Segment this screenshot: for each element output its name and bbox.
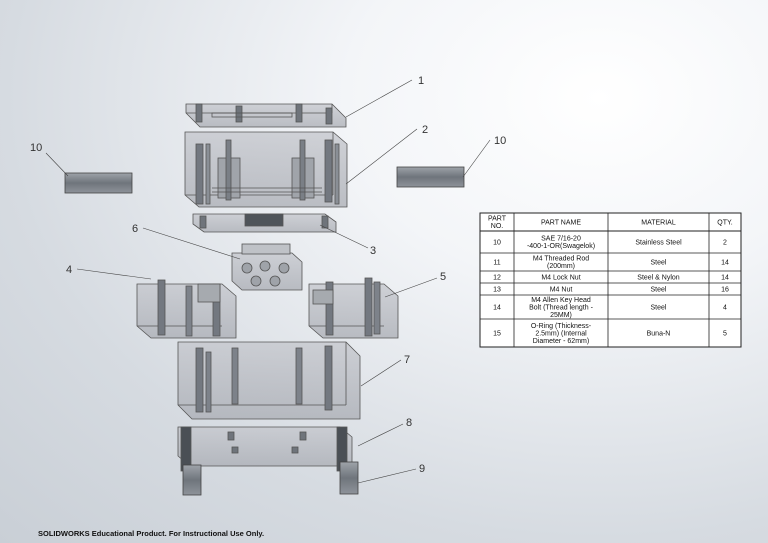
bom-part-name: (200mm) xyxy=(547,263,575,270)
part-7-lower-housing xyxy=(177,341,361,420)
bom-part-name: M4 Lock Nut xyxy=(541,274,580,281)
bom-part-name: 2.5mm) (Internal xyxy=(535,330,587,337)
callout-4: 4 xyxy=(66,264,72,276)
callout-2: 2 xyxy=(422,124,428,136)
part-4-left-housing xyxy=(136,279,237,339)
part-1-top-plate xyxy=(185,103,347,128)
bom-part-name: Diameter - 62mm) xyxy=(533,338,589,345)
bom-material: Steel & Nylon xyxy=(637,274,680,281)
callout-9: 9 xyxy=(419,463,425,475)
bom-part-no: 12 xyxy=(493,274,501,281)
bom-qty: 14 xyxy=(721,274,729,281)
bom-part-name: O-Ring (Thickness- xyxy=(531,323,592,330)
bom-part-no: 11 xyxy=(493,259,500,266)
bom-background xyxy=(479,212,742,348)
footer-notice: SOLIDWORKS Educational Product. For Inst… xyxy=(38,529,265,538)
callout-labels: 1 2 10 10 6 3 4 5 7 8 9 xyxy=(30,75,506,475)
bom-header-cell: PART NAME xyxy=(541,219,581,226)
bom-material: Steel xyxy=(651,286,667,293)
leader-lines xyxy=(45,79,491,484)
part-8-base-plate xyxy=(177,426,353,472)
callout-3: 3 xyxy=(370,245,376,257)
callout-1: 1 xyxy=(418,75,424,87)
part-3-gasket-plate xyxy=(192,213,337,233)
callout-7: 7 xyxy=(404,354,410,366)
callout-8: 8 xyxy=(406,417,412,429)
callout-10-left: 10 xyxy=(30,142,42,154)
part-5-right-housing xyxy=(308,277,399,339)
bom-part-no: 15 xyxy=(493,330,501,337)
bom-part-name: M4 Allen Key Head xyxy=(531,297,591,304)
part-2-upper-housing xyxy=(184,131,348,208)
bom-qty: 16 xyxy=(721,286,729,293)
callout-5: 5 xyxy=(440,271,446,283)
bom-qty: 2 xyxy=(723,239,727,246)
bom-part-name: -400-1-OR(Swagelok) xyxy=(527,243,595,250)
bom-header-cell: PART xyxy=(488,216,507,223)
bom-part-name: M4 Nut xyxy=(550,286,573,293)
bom-part-no: 13 xyxy=(493,286,501,293)
bom-material: Stainless Steel xyxy=(635,239,682,246)
part-10-right-fitting xyxy=(396,166,465,188)
bom-part-name: M4 Threaded Rod xyxy=(533,256,589,263)
bom-qty: 14 xyxy=(721,259,729,266)
callout-6: 6 xyxy=(132,223,138,235)
bom-header-cell: MATERIAL xyxy=(641,219,676,226)
bom-material: Steel xyxy=(651,304,667,311)
bom-qty: 5 xyxy=(723,330,727,337)
bom-part-no: 14 xyxy=(493,304,501,311)
part-10-left-fitting xyxy=(64,172,133,194)
bom-part-name: Bolt (Thread length - xyxy=(529,304,593,311)
part-9-feet xyxy=(182,461,359,496)
callout-10-right: 10 xyxy=(494,135,506,147)
bom-part-name: 25MM) xyxy=(550,312,572,319)
bom-qty: 4 xyxy=(723,304,727,311)
bom-header-cell: QTY. xyxy=(717,219,732,226)
part-6-center-block xyxy=(231,243,303,291)
bom-part-name: SAE 7/16-20 xyxy=(541,236,581,243)
bom-material: Steel xyxy=(651,259,667,266)
bom-part-no: 10 xyxy=(493,239,501,246)
bom-header-cell: NO. xyxy=(491,223,504,230)
bom-material: Buna-N xyxy=(647,330,671,337)
